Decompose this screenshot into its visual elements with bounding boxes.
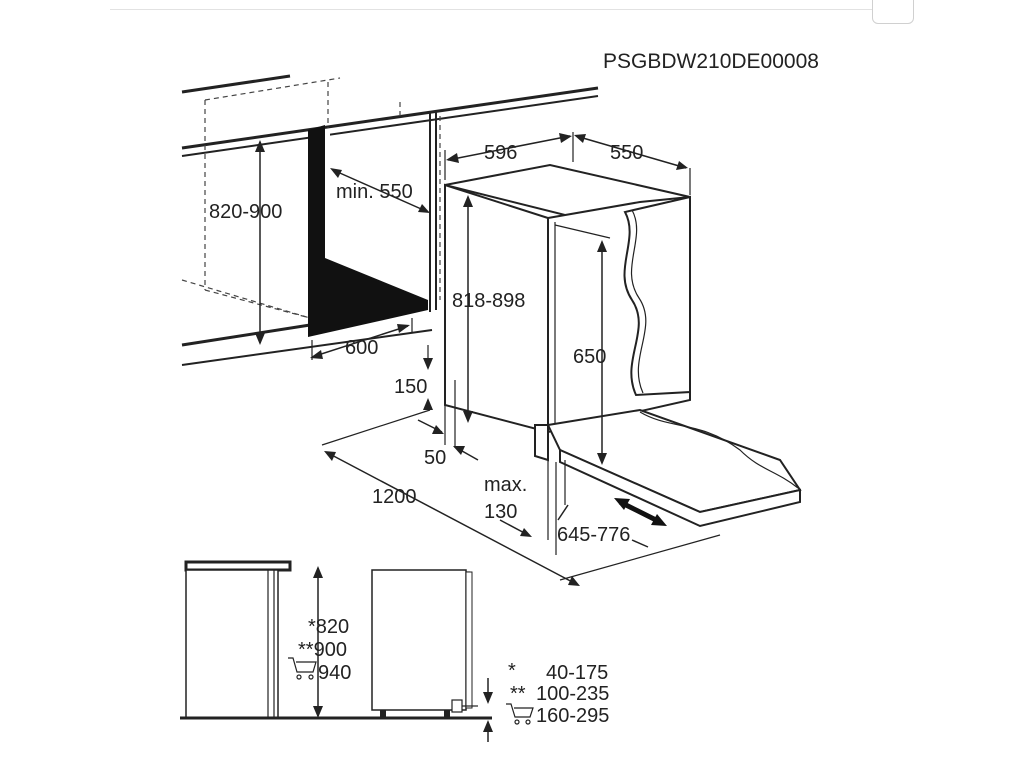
dim-600-label: 600 — [345, 337, 378, 359]
diagram-code: PSGBDW210DE00008 — [603, 50, 819, 73]
dim-650-label: 650 — [573, 346, 606, 368]
dishwasher-body — [444, 163, 802, 528]
range-1-value: 40-175 — [546, 662, 608, 684]
cart-icon-range — [506, 703, 534, 725]
cart-icon — [288, 657, 317, 680]
window-corner-tab[interactable] — [872, 0, 914, 24]
dim-550-label: 550 — [610, 142, 643, 164]
range-3-value: 160-295 — [536, 705, 609, 727]
height-900-label: **900 — [298, 639, 347, 661]
dim-150-label: 150 — [394, 376, 427, 398]
front-view — [371, 569, 493, 742]
dim-645-776-label: 645-776 — [557, 524, 630, 546]
floor-dims — [321, 345, 721, 586]
dim-1200-label: 1200 — [372, 486, 417, 508]
height-940-label: 940 — [318, 662, 351, 684]
height-820-label: *820 — [308, 616, 349, 638]
dim-596-label: 596 — [484, 142, 517, 164]
dim-820-900-label: 820-900 — [209, 201, 282, 223]
dim-max-label: max. — [484, 474, 527, 496]
side-view-left — [180, 560, 492, 720]
worktop-niche — [181, 74, 599, 366]
page-top-divider — [110, 9, 874, 10]
dim-130-label: 130 — [484, 501, 517, 523]
range-2-value: 100-235 — [536, 683, 609, 705]
range-1-mark: * — [508, 660, 516, 682]
dim-50-label: 50 — [424, 447, 446, 469]
dim-818-898-label: 818-898 — [452, 290, 525, 312]
dim-min-550-label: min. 550 — [336, 181, 413, 203]
range-2-mark: ** — [510, 683, 526, 705]
width-depth-dims — [444, 132, 691, 465]
